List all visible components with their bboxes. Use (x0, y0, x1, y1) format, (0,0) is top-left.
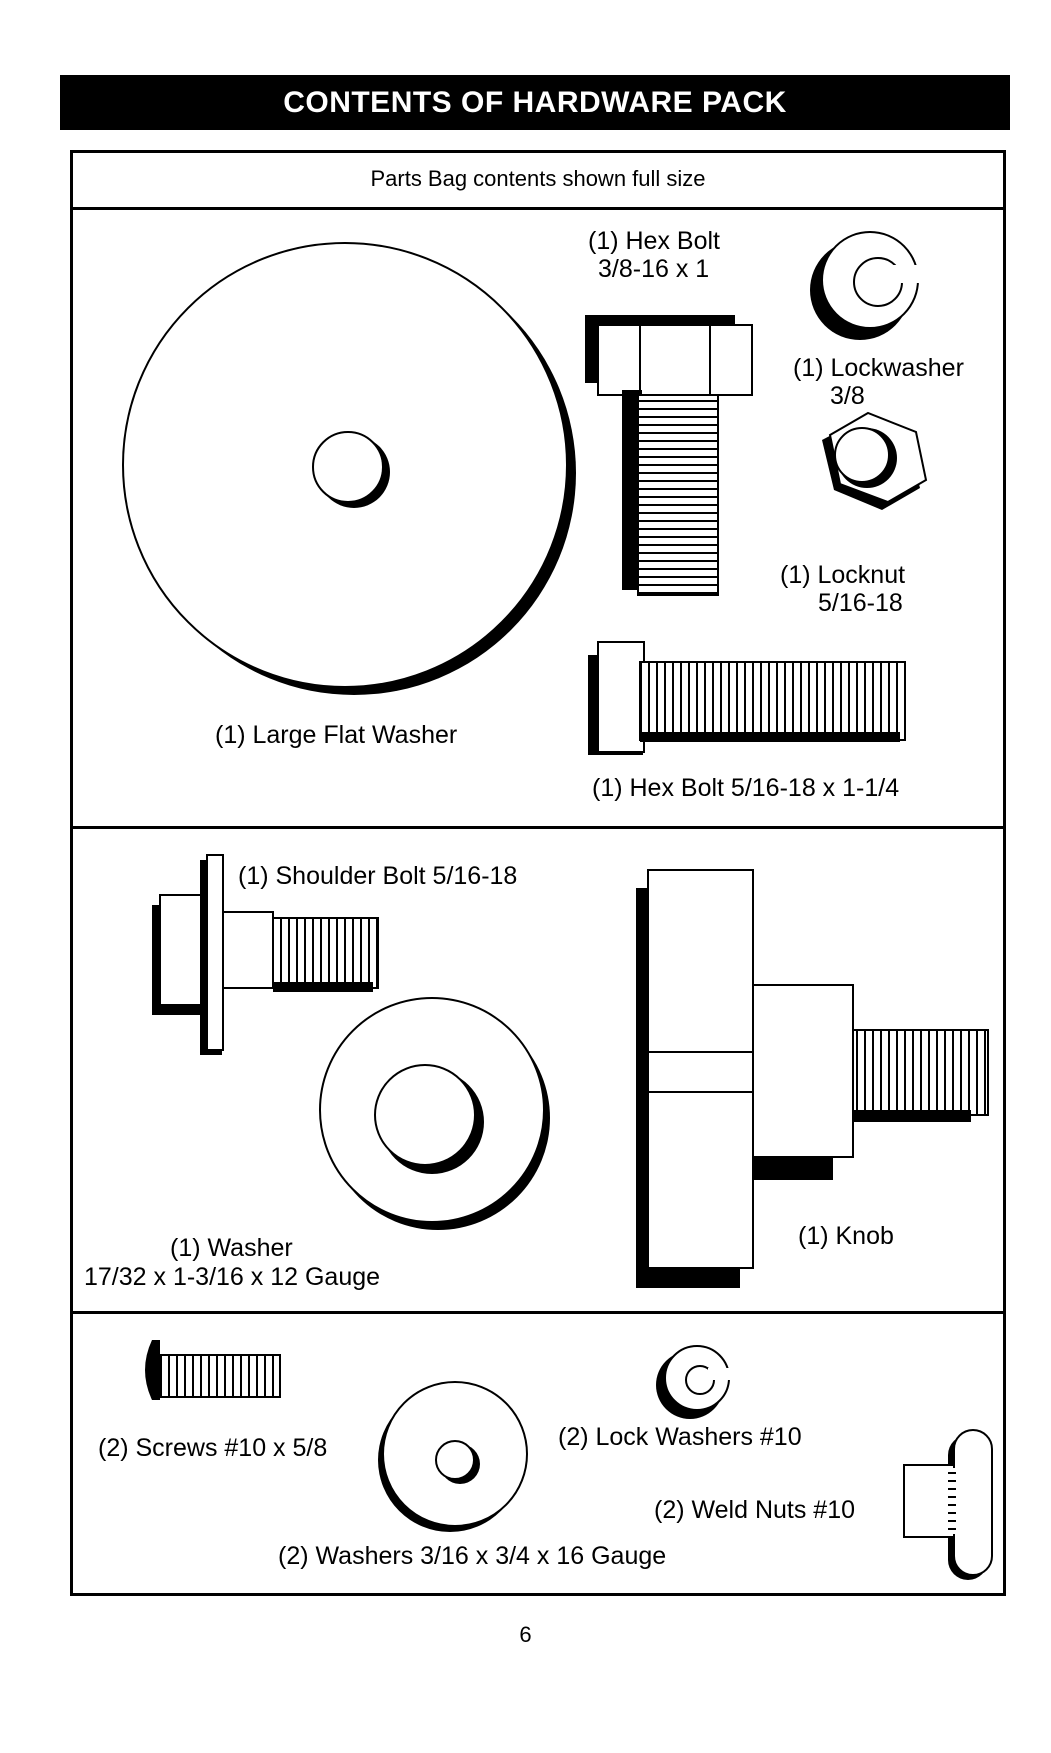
knob-icon (636, 869, 989, 1288)
hex-bolt-spec: 3/8-16 x 1 (598, 255, 710, 283)
washers-small-label: (2) Washers 3/16 x 3/4 x 16 Gauge (278, 1542, 667, 1570)
locknut-label: (1) Locknut (780, 561, 906, 589)
parts-frame (70, 150, 1006, 1596)
locknut-icon (822, 411, 928, 510)
lockwasher-label: (1) Lockwasher (793, 354, 964, 382)
hex-bolt-icon (585, 315, 753, 596)
washer-icon (319, 997, 550, 1230)
parts-header: Parts Bag contents shown full size (70, 150, 1006, 210)
weld-nut-icon (903, 1429, 993, 1580)
hex-bolt-label: (1) Hex Bolt (588, 227, 720, 255)
knob-label: (1) Knob (798, 1222, 894, 1250)
section-divider (70, 826, 1006, 829)
weld-nuts-label: (2) Weld Nuts #10 (654, 1496, 856, 1524)
locknut-spec: 5/16-18 (818, 589, 903, 617)
section-divider (70, 1311, 1006, 1314)
page-title: CONTENTS OF HARDWARE PACK (60, 75, 1010, 130)
lock-washers-label: (2) Lock Washers #10 (558, 1423, 802, 1451)
screw-icon (145, 1340, 281, 1400)
screws-label: (2) Screws #10 x 5/8 (98, 1434, 328, 1462)
shoulder-bolt-label: (1) Shoulder Bolt 5/16-18 (238, 862, 518, 890)
hex-bolt-long-icon (588, 641, 906, 755)
lockwasher-spec: 3/8 (830, 382, 865, 410)
washer-label: (1) Washer (170, 1234, 293, 1262)
lock-washer-icon (656, 1345, 738, 1419)
hex-bolt-long-label: (1) Hex Bolt 5/16-18 x 1-1/4 (592, 774, 900, 802)
large-flat-washer-label: (1) Large Flat Washer (215, 721, 458, 749)
large-flat-washer-icon (122, 242, 576, 695)
washer-spec: 17/32 x 1-3/16 x 12 Gauge (84, 1263, 381, 1291)
page-number: 6 (519, 1622, 532, 1647)
lockwasher-icon (810, 231, 940, 340)
small-washer-icon (378, 1381, 528, 1532)
shoulder-bolt-icon (152, 854, 379, 1055)
